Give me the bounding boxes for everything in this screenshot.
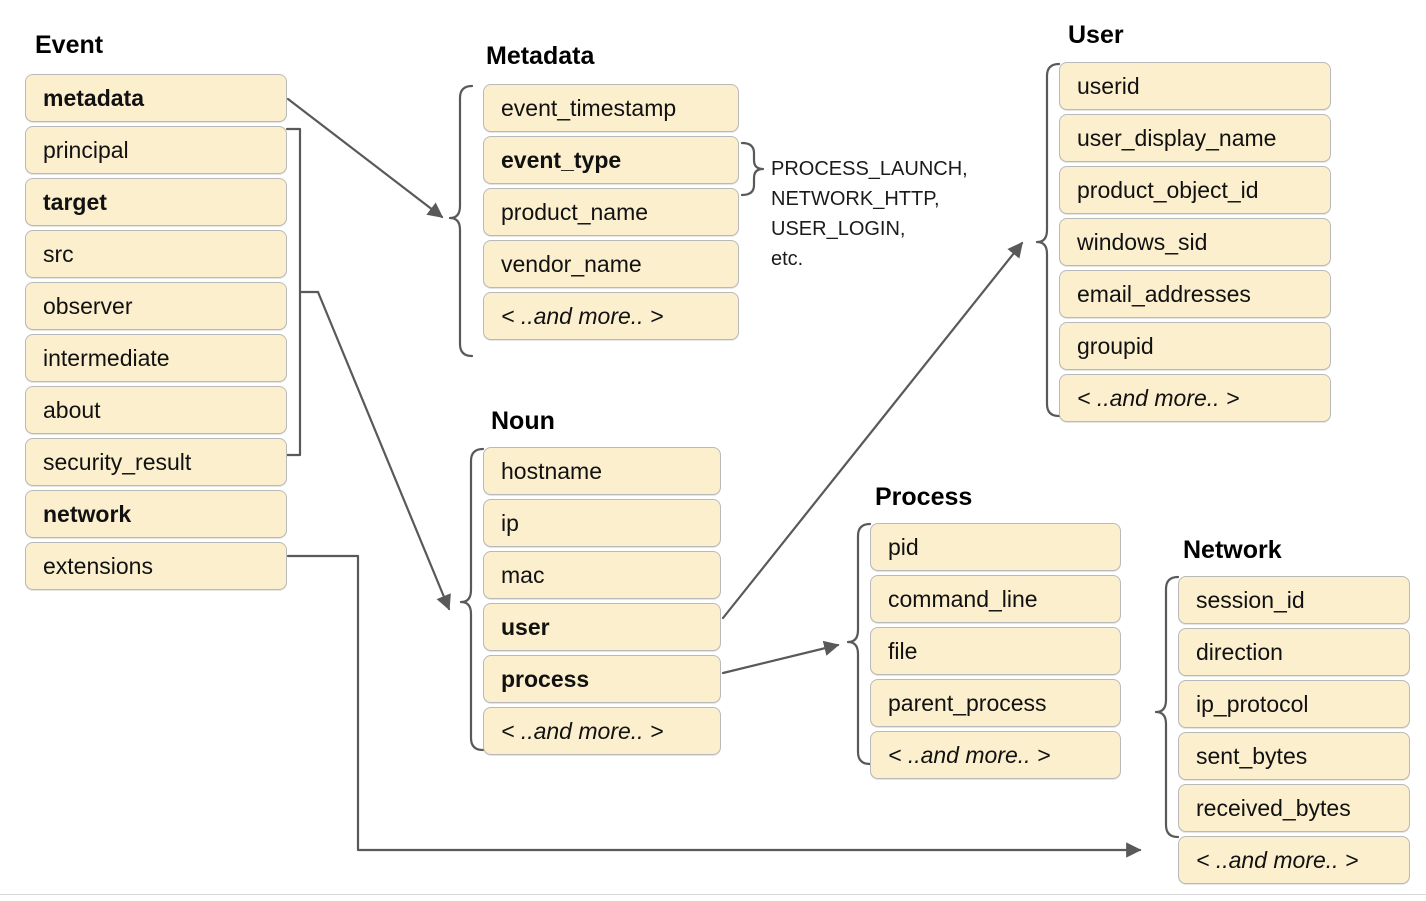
group-title-metadata: Metadata [486, 42, 595, 70]
field-process-pid[interactable]: pid [870, 523, 1121, 571]
field-noun-mac[interactable]: mac [483, 551, 721, 599]
field-event-src[interactable]: src [25, 230, 287, 278]
field-metadata-event-timestamp[interactable]: event_timestamp [483, 84, 739, 132]
group-process: pid command_line file parent_process < .… [870, 523, 1121, 783]
field-event-intermediate[interactable]: intermediate [25, 334, 287, 382]
bracket-event-nouns [285, 127, 302, 457]
brace-process [846, 522, 872, 766]
field-event-extensions[interactable]: extensions [25, 542, 287, 590]
group-title-noun: Noun [491, 407, 555, 435]
group-title-process: Process [875, 483, 973, 511]
field-metadata-vendor-name[interactable]: vendor_name [483, 240, 739, 288]
group-title-network: Network [1183, 536, 1282, 564]
event-type-example-line-4: etc. [771, 248, 804, 270]
field-event-network[interactable]: network [25, 490, 287, 538]
group-event: metadata principal target src observer i… [25, 74, 287, 594]
field-event-security-result[interactable]: security_result [25, 438, 287, 486]
field-metadata-and-more[interactable]: < ..and more.. > [483, 292, 739, 340]
field-process-file[interactable]: file [870, 627, 1121, 675]
group-title-event: Event [35, 31, 104, 59]
field-process-parent-process[interactable]: parent_process [870, 679, 1121, 727]
group-network: session_id direction ip_protocol sent_by… [1178, 576, 1410, 888]
field-metadata-product-name[interactable]: product_name [483, 188, 739, 236]
group-title-user: User [1068, 21, 1124, 49]
field-user-userid[interactable]: userid [1059, 62, 1331, 110]
group-metadata: event_timestamp event_type product_name … [483, 84, 739, 344]
field-user-email-addresses[interactable]: email_addresses [1059, 270, 1331, 318]
group-noun: hostname ip mac user process < ..and mor… [483, 447, 721, 759]
field-network-direction[interactable]: direction [1178, 628, 1410, 676]
field-network-sent-bytes[interactable]: sent_bytes [1178, 732, 1410, 780]
field-process-and-more[interactable]: < ..and more.. > [870, 731, 1121, 779]
field-user-product-object-id[interactable]: product_object_id [1059, 166, 1331, 214]
field-event-metadata[interactable]: metadata [25, 74, 287, 122]
field-noun-hostname[interactable]: hostname [483, 447, 721, 495]
field-event-observer[interactable]: observer [25, 282, 287, 330]
brace-metadata [448, 84, 474, 358]
event-type-example-line-2: NETWORK_HTTP, [771, 188, 940, 210]
event-type-examples: PROCESS_LAUNCH, NETWORK_HTTP, USER_LOGIN… [771, 154, 968, 274]
field-event-principal[interactable]: principal [25, 126, 287, 174]
field-noun-process[interactable]: process [483, 655, 721, 703]
field-event-about[interactable]: about [25, 386, 287, 434]
brace-noun [459, 447, 485, 752]
field-process-command-line[interactable]: command_line [870, 575, 1121, 623]
field-noun-user[interactable]: user [483, 603, 721, 651]
field-metadata-event-type[interactable]: event_type [483, 136, 739, 184]
field-noun-ip[interactable]: ip [483, 499, 721, 547]
field-noun-and-more[interactable]: < ..and more.. > [483, 707, 721, 755]
field-user-groupid[interactable]: groupid [1059, 322, 1331, 370]
brace-event-type-callout [740, 141, 765, 197]
brace-user [1035, 62, 1061, 418]
field-network-received-bytes[interactable]: received_bytes [1178, 784, 1410, 832]
arrow-metadata-to-metadata-group [286, 97, 444, 219]
group-user: userid user_display_name product_object_… [1059, 62, 1331, 426]
field-user-windows-sid[interactable]: windows_sid [1059, 218, 1331, 266]
brace-network [1154, 575, 1180, 839]
event-type-example-line-3: USER_LOGIN, [771, 218, 906, 240]
event-type-example-line-1: PROCESS_LAUNCH, [771, 158, 968, 180]
field-network-session-id[interactable]: session_id [1178, 576, 1410, 624]
arrow-noun-process-to-process-group [721, 640, 840, 675]
field-network-and-more[interactable]: < ..and more.. > [1178, 836, 1410, 884]
arrow-event-to-noun-group [316, 290, 451, 611]
field-user-user-display-name[interactable]: user_display_name [1059, 114, 1331, 162]
field-event-target[interactable]: target [25, 178, 287, 226]
field-user-and-more[interactable]: < ..and more.. > [1059, 374, 1331, 422]
field-network-ip-protocol[interactable]: ip_protocol [1178, 680, 1410, 728]
bottom-divider [0, 894, 1426, 895]
